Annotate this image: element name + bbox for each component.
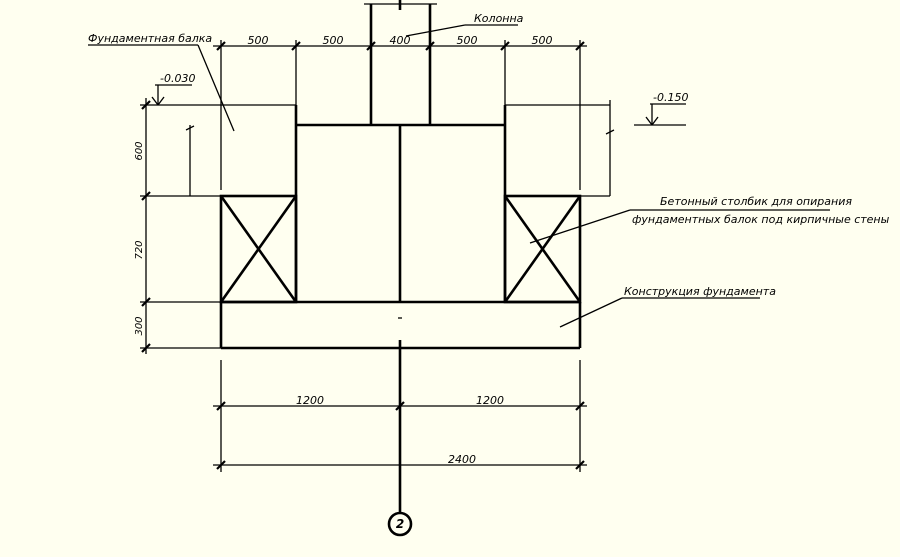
left-post	[219, 194, 298, 304]
callout-beam: Фундаментная балка	[88, 32, 235, 132]
dim-left-1: 600	[134, 141, 145, 160]
column	[364, 0, 437, 125]
callout-post: Бетонный столбик для опирания фундаментн…	[529, 195, 890, 244]
callout-beam-label: Фундаментная балка	[88, 32, 212, 45]
right-post	[503, 194, 582, 304]
centerline	[398, 125, 402, 512]
callout-column-label: Колонна	[474, 12, 524, 25]
axis-marker: 2	[387, 511, 413, 537]
callout-foundation-label: Конструкция фундамента	[624, 285, 776, 298]
dim-top-1: 500	[248, 34, 269, 47]
top-dimensions: 500 500 400 500 500	[213, 34, 587, 190]
axis-label: 2	[396, 517, 404, 531]
left-dimensions: 600 720 300	[134, 98, 221, 354]
dim-top-4: 500	[457, 34, 478, 47]
dim-left-2: 720	[134, 240, 145, 259]
dim-bottom-right: 1200	[476, 394, 504, 407]
callout-post-line2: фундаментных балок под кирпичные стены	[632, 213, 890, 226]
elevation-right: -0.150	[634, 91, 688, 126]
elevation-left-label: -0.030	[160, 72, 195, 85]
dim-total: 2400	[448, 453, 476, 466]
dim-top-5: 500	[532, 34, 553, 47]
bottom-dimensions: 1200 1200 2400	[213, 360, 587, 472]
dim-top-2: 500	[323, 34, 344, 47]
callout-foundation: Конструкция фундамента	[559, 285, 776, 328]
callout-column: Колонна	[405, 12, 524, 37]
dim-top-3: 400	[390, 34, 411, 47]
dim-bottom-left: 1200	[296, 394, 324, 407]
dim-left-3: 300	[134, 316, 145, 335]
elevation-right-label: -0.150	[653, 91, 688, 104]
left-beam	[140, 104, 296, 197]
right-beam	[505, 100, 615, 197]
elevation-left: -0.030	[151, 72, 195, 106]
callout-post-line1: Бетонный столбик для опирания	[660, 195, 852, 208]
